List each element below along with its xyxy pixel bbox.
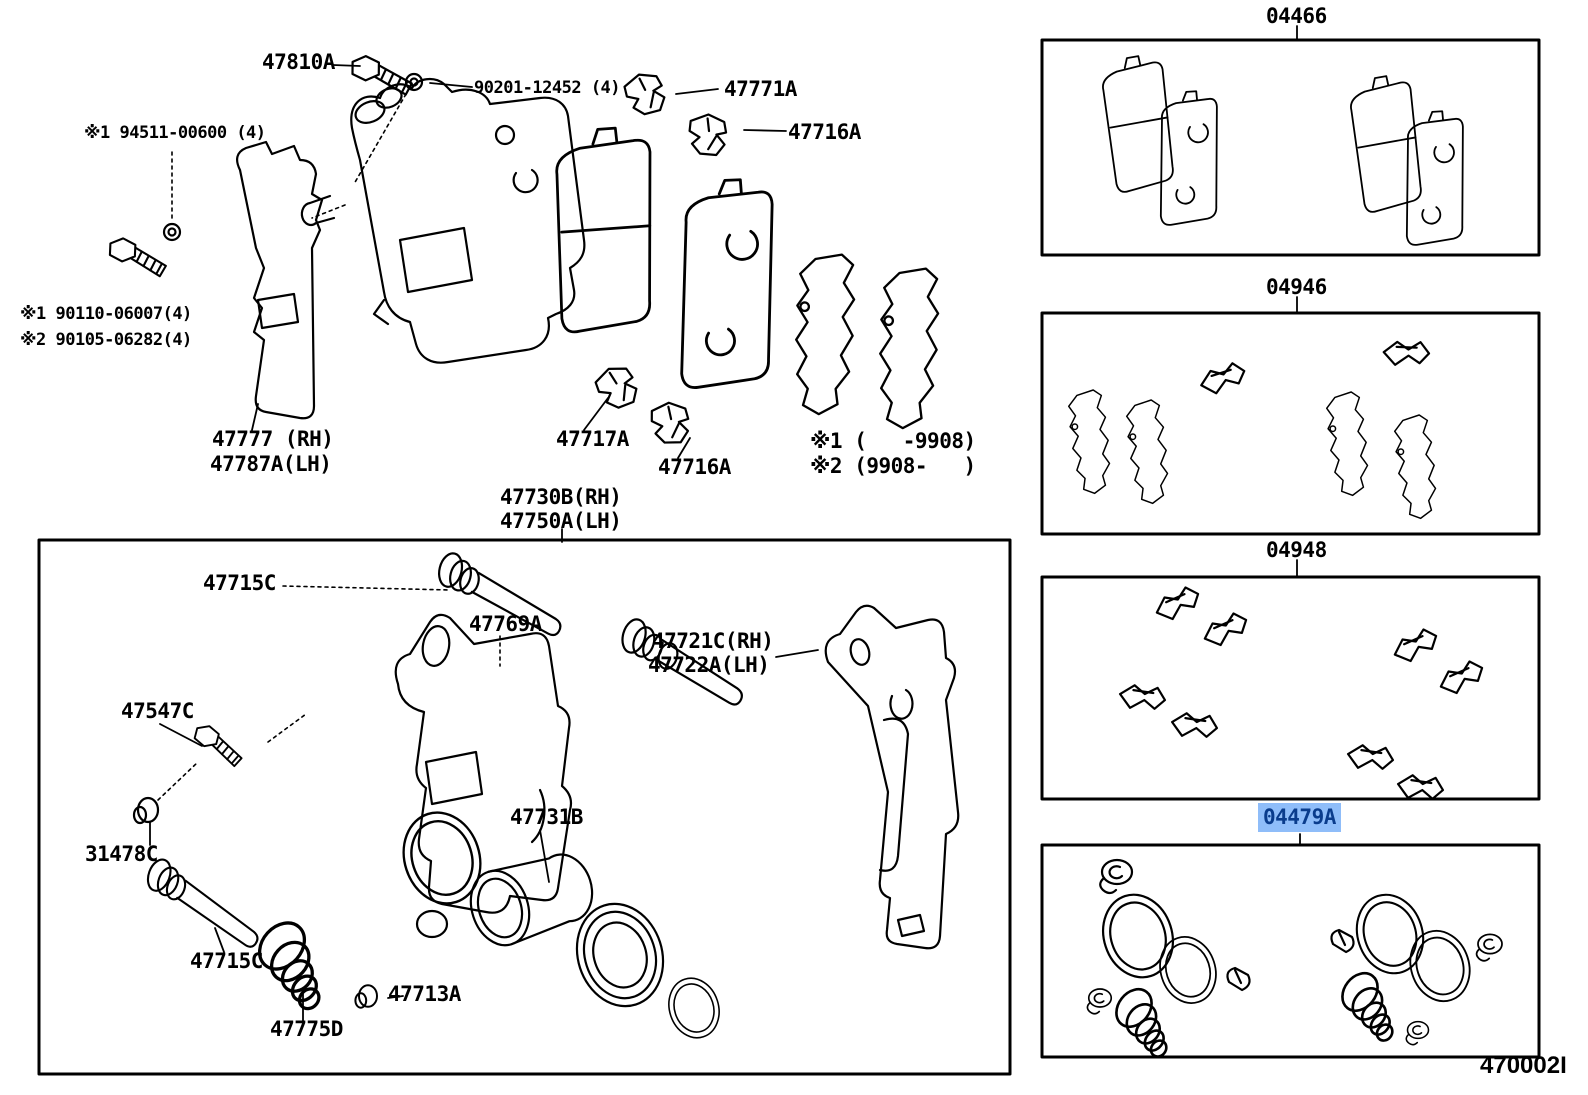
kit-04946-art	[1067, 336, 1437, 520]
note-callout-94511: ※1 94511-00600 (4)	[84, 123, 266, 143]
part-callout-47715c-lower[interactable]: 47715C	[190, 949, 263, 973]
part-callout-47731b[interactable]: 47731B	[510, 805, 583, 829]
part-callout-31478c[interactable]: 31478C	[85, 842, 158, 866]
kit-label-04946[interactable]: 04946	[1266, 275, 1327, 299]
part-callout-47810a[interactable]: 47810A	[262, 50, 335, 74]
part-callout-47721c-rh[interactable]: 47721C(RH)	[652, 629, 774, 653]
kit-label-04466[interactable]: 04466	[1266, 4, 1327, 28]
part-callout-47775d[interactable]: 47775D	[270, 1017, 343, 1041]
part-callout-47750a-lh[interactable]: 47750A(LH)	[500, 509, 622, 533]
kit-04948-art	[1116, 583, 1489, 807]
caliper-disassembly-art	[132, 549, 960, 1046]
part-callout-47722a-lh[interactable]: 47722A(LH)	[648, 653, 770, 677]
kit-label-04479A[interactable]: 04479A	[1258, 803, 1341, 833]
kit-04466-art	[1101, 54, 1476, 251]
kit-04479A-art	[1086, 858, 1503, 1061]
part-callout-47777-rh[interactable]: 47777 (RH)	[212, 427, 334, 451]
part-callout-47787a-lh[interactable]: 47787A(LH)	[210, 452, 332, 476]
leader-lines	[149, 25, 1301, 1022]
part-callout-47730b-rh[interactable]: 47730B(RH)	[500, 485, 622, 509]
diagram-code: 470002I	[1480, 1052, 1567, 1079]
part-callout-47717a[interactable]: 47717A	[556, 427, 629, 451]
note-callout-90110: ※1 90110-06007(4)	[20, 304, 192, 324]
part-callout-47715c-upper[interactable]: 47715C	[203, 571, 276, 595]
part-callout-47716a-top[interactable]: 47716A	[788, 120, 861, 144]
kit-label-04948[interactable]: 04948	[1266, 538, 1327, 562]
panel-boxes	[37, 38, 1541, 1076]
part-callout-47713a[interactable]: 47713A	[388, 982, 461, 1006]
part-callout-47769a[interactable]: 47769A	[469, 612, 542, 636]
part-callout-47547c[interactable]: 47547C	[121, 699, 194, 723]
note-callout-90105: ※2 90105-06282(4)	[20, 330, 192, 350]
caliper-assembly-art	[104, 52, 953, 446]
part-callout-47716a-bottom[interactable]: 47716A	[658, 455, 731, 479]
part-callout-47771a[interactable]: 47771A	[724, 77, 797, 101]
note-production-range-2: ※2 (9908- )	[810, 454, 976, 478]
note-production-range-1: ※1 ( -9908)	[810, 429, 976, 453]
part-callout-90201-12452[interactable]: 90201-12452 (4)	[474, 78, 621, 98]
